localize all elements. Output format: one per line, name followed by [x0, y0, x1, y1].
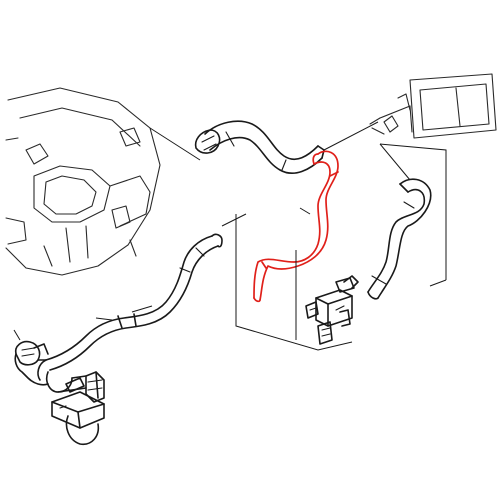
engine-block: [5, 87, 161, 276]
heater-core: [369, 73, 497, 139]
leader-lines: [13, 121, 447, 351]
center-hose: [253, 150, 339, 303]
upper-hose: [194, 120, 325, 174]
return-hose: [367, 178, 432, 300]
heater-valve: [305, 275, 359, 345]
supply-line: [14, 233, 223, 393]
auxiliary-pump: [51, 371, 105, 446]
